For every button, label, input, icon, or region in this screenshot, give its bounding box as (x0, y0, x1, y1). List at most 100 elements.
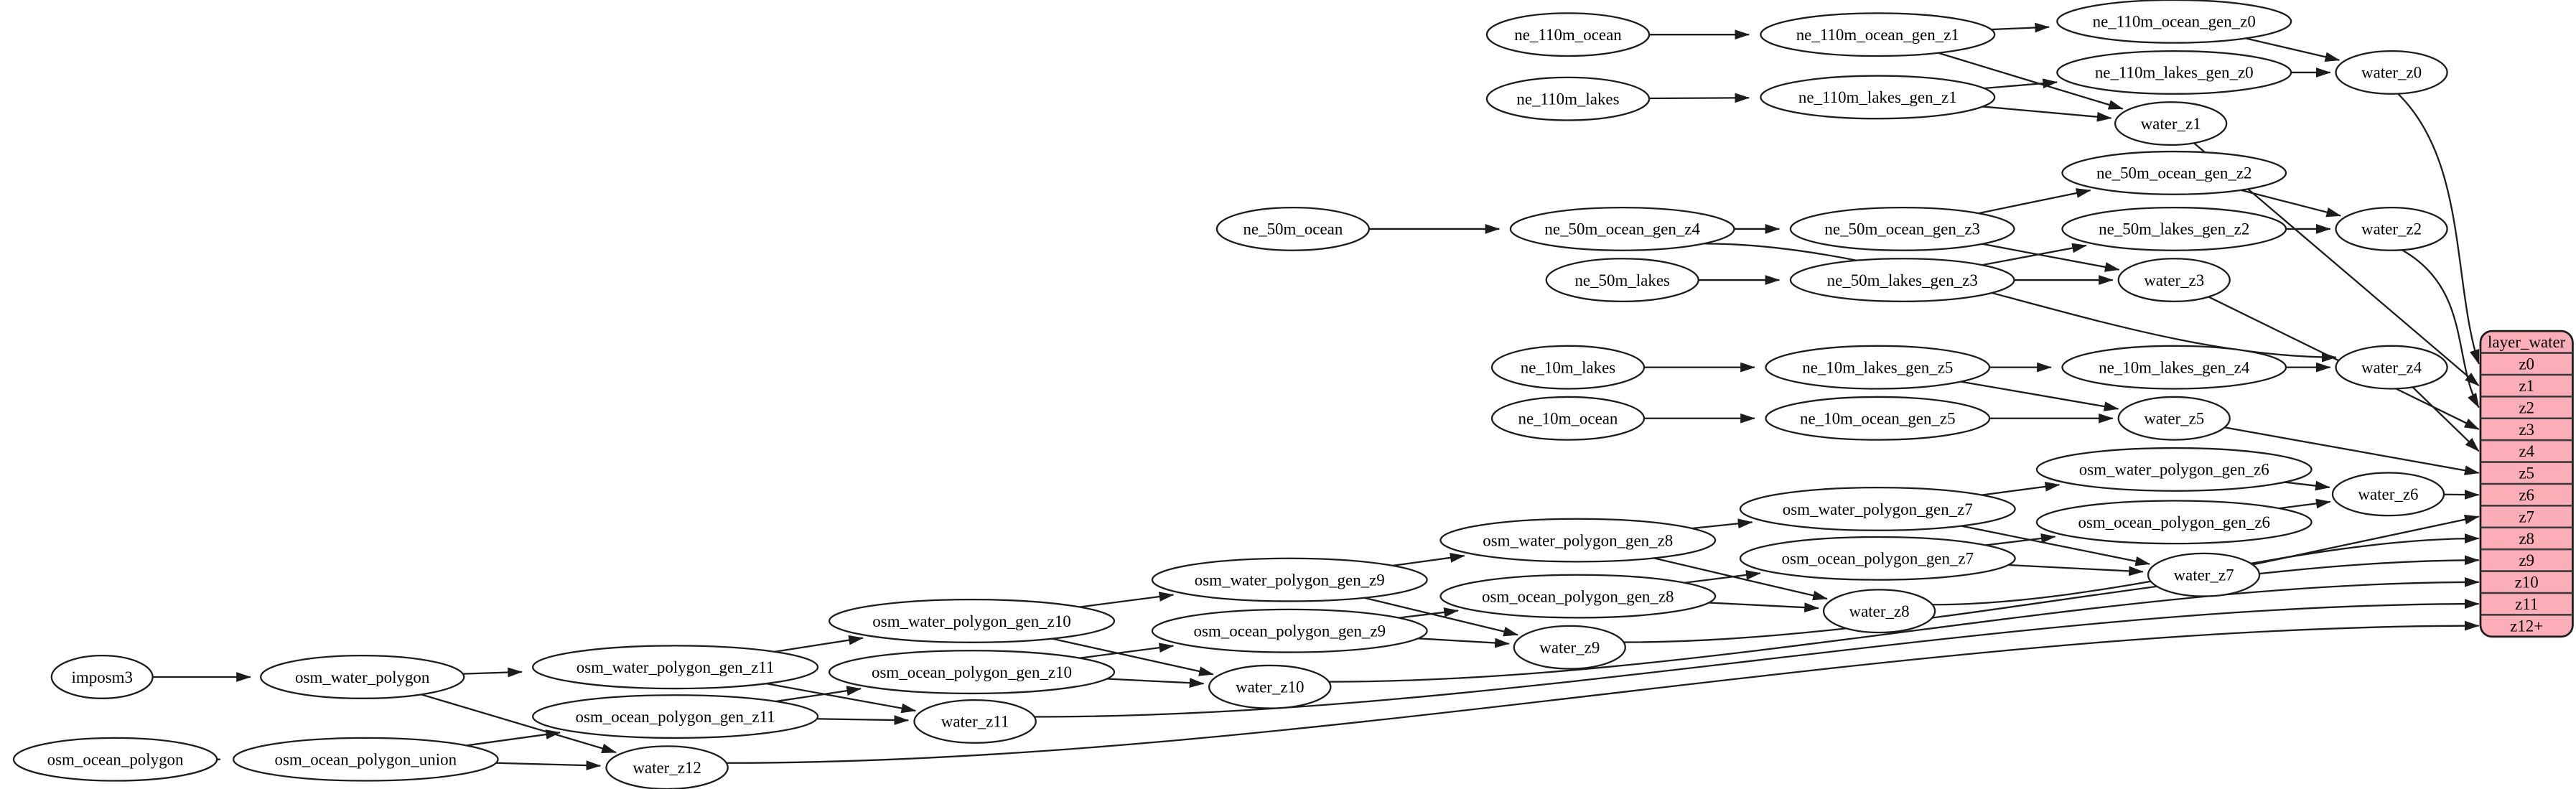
node-ellipse-water_z4 (2335, 345, 2448, 390)
edge-osm_water_polygon_gen_z11-to-water_z11 (766, 683, 917, 714)
node-osm_water_polygon_gen_z7: osm_water_polygon_gen_z7 (1739, 486, 2016, 531)
node-label-ne_50m_lakes_gen_z3: ne_50m_lakes_gen_z3 (1827, 271, 1978, 289)
node-ellipse-osm_water_polygon_gen_z9 (1151, 557, 1428, 602)
node-ne_110m_lakes_gen_z1: ne_110m_lakes_gen_z1 (1760, 75, 1996, 120)
node-ellipse-osm_ocean_polygon (12, 737, 218, 782)
node-label-osm_water_polygon_gen_z7: osm_water_polygon_gen_z7 (1783, 500, 1973, 518)
node-label-water_z8: water_z8 (1849, 602, 1910, 620)
node-water_z3: water_z3 (2117, 258, 2231, 303)
node-water_z2: water_z2 (2335, 206, 2448, 251)
node-label-ne_10m_lakes_gen_z5: ne_10m_lakes_gen_z5 (1802, 358, 1953, 376)
node-ellipse-water_z11 (913, 699, 1037, 744)
node-ellipse-ne_10m_lakes_gen_z4 (2061, 345, 2287, 390)
node-label-ne_110m_ocean_gen_z1: ne_110m_ocean_gen_z1 (1796, 26, 1959, 44)
edge-osm_ocean_polygon_gen_z8-to-osm_ocean_polygon_gen_z7 (1684, 570, 1761, 584)
node-ellipse-ne_10m_ocean (1490, 396, 1646, 441)
node-ne_10m_ocean_gen_z5: ne_10m_ocean_gen_z5 (1765, 396, 1991, 441)
edge-osm_ocean_polygon_gen_z11-to-osm_ocean_polygon_gen_z10 (775, 686, 862, 703)
node-ellipse-osm_ocean_polygon_gen_z6 (2035, 500, 2313, 545)
edge-osm_ocean_polygon_gen_z7-to-osm_ocean_polygon_gen_z6 (1985, 533, 2056, 546)
node-ellipse-ne_50m_lakes (1545, 258, 1699, 303)
node-osm_water_polygon_gen_z11: osm_water_polygon_gen_z11 (531, 645, 819, 690)
node-ellipse-ne_10m_lakes_gen_z5 (1765, 345, 1991, 390)
node-label-water_z4: water_z4 (2361, 358, 2422, 376)
node-ellipse-ne_10m_lakes (1490, 345, 1646, 390)
node-label-osm_water_polygon_gen_z9: osm_water_polygon_gen_z9 (1195, 571, 1385, 589)
node-osm_ocean_polygon_gen_z6: osm_ocean_polygon_gen_z6 (2035, 500, 2313, 545)
node-water_z1: water_z1 (2114, 101, 2228, 146)
node-ellipse-water_z0 (2335, 50, 2448, 95)
node-ne_50m_lakes_gen_z2: ne_50m_lakes_gen_z2 (2061, 206, 2287, 251)
edge-osm_water_polygon_gen_z9-to-osm_water_polygon_gen_z8 (1392, 552, 1465, 567)
node-osm_water_polygon_gen_z10: osm_water_polygon_gen_z10 (828, 599, 1116, 643)
edge-osm_ocean_polygon_gen_z6-to-water_z6 (2279, 498, 2331, 510)
node-label-ne_110m_lakes: ne_110m_lakes (1516, 90, 1619, 108)
node-water_z12: water_z12 (605, 745, 729, 789)
node-label-ne_10m_lakes: ne_10m_lakes (1521, 358, 1616, 376)
edge-osm_ocean_polygon_gen_z7-to-water_z7 (2008, 564, 2144, 576)
edge-osm_water_polygon_gen_z7-to-water_z7 (1961, 525, 2150, 566)
node-label-water_z10: water_z10 (1236, 678, 1305, 696)
node-ellipse-osm_water_polygon_gen_z10 (828, 599, 1116, 643)
zoom-row-z5: z5 (2519, 464, 2534, 482)
node-ellipse-water_z7 (2147, 552, 2261, 597)
edge-ne_50m_ocean_gen_z3-to-water_z3 (1982, 243, 2120, 272)
zoom-row-z0: z0 (2519, 355, 2534, 373)
node-label-ne_50m_lakes_gen_z2: ne_50m_lakes_gen_z2 (2099, 220, 2249, 238)
node-label-ne_110m_ocean: ne_110m_ocean (1514, 26, 1622, 44)
node-ellipse-water_z12 (605, 745, 729, 789)
edge-osm_ocean_polygon_union-to-osm_ocean_polygon_gen_z11 (466, 729, 561, 747)
node-ne_50m_lakes_gen_z3: ne_50m_lakes_gen_z3 (1789, 258, 2015, 303)
node-ellipse-ne_50m_ocean (1215, 206, 1371, 251)
node-water_z7: water_z7 (2147, 552, 2261, 597)
node-osm_ocean_polygon: osm_ocean_polygon (12, 737, 218, 782)
node-ellipse-osm_ocean_polygon_gen_z10 (828, 650, 1116, 695)
node-ellipse-water_z1 (2114, 101, 2228, 146)
node-ne_110m_ocean: ne_110m_ocean (1485, 12, 1651, 57)
node-ne_10m_lakes_gen_z5: ne_10m_lakes_gen_z5 (1765, 345, 1991, 390)
edge-osm_water_polygon-to-osm_water_polygon_gen_z11 (462, 667, 523, 678)
node-label-ne_50m_ocean_gen_z4: ne_50m_ocean_gen_z4 (1544, 220, 1700, 238)
node-ne_110m_lakes_gen_z0: ne_110m_lakes_gen_z0 (2056, 50, 2292, 95)
node-label-water_z3: water_z3 (2144, 271, 2204, 289)
node-osm_ocean_polygon_gen_z9: osm_ocean_polygon_gen_z9 (1151, 608, 1428, 653)
node-osm_water_polygon: osm_water_polygon (260, 655, 465, 699)
node-label-ne_50m_ocean_gen_z3: ne_50m_ocean_gen_z3 (1824, 220, 1980, 238)
node-label-osm_ocean_polygon_gen_z10: osm_ocean_polygon_gen_z10 (872, 663, 1072, 681)
node-ellipse-ne_110m_ocean_gen_z0 (2056, 0, 2292, 44)
node-ellipse-osm_ocean_polygon_gen_z7 (1739, 536, 2016, 581)
edge-osm_ocean_polygon_union-to-water_z12 (495, 760, 602, 770)
node-water_z8: water_z8 (1822, 589, 1936, 634)
zoom-row-z8: z8 (2519, 530, 2534, 548)
node-ellipse-osm_ocean_polygon_gen_z8 (1439, 574, 1717, 619)
node-ne_110m_lakes: ne_110m_lakes (1485, 76, 1651, 121)
edge-osm_water_polygon_gen_z8-to-water_z8 (1653, 557, 1828, 601)
node-label-osm_ocean_polygon_gen_z7: osm_ocean_polygon_gen_z7 (1782, 550, 1974, 568)
node-ne_110m_ocean_gen_z1: ne_110m_ocean_gen_z1 (1760, 12, 1996, 57)
edge-ne_50m_lakes_gen_z3-to-ne_50m_lakes_gen_z2 (1982, 243, 2087, 266)
node-ellipse-water_z8 (1822, 589, 1936, 634)
node-water_z4: water_z4 (2335, 345, 2448, 390)
node-label-ne_10m_ocean_gen_z5: ne_10m_ocean_gen_z5 (1800, 410, 1956, 428)
node-label-osm_water_polygon_gen_z10: osm_water_polygon_gen_z10 (872, 612, 1070, 630)
node-osm_ocean_polygon_gen_z11: osm_ocean_polygon_gen_z11 (531, 694, 819, 739)
node-label-ne_110m_lakes_gen_z0: ne_110m_lakes_gen_z0 (2095, 64, 2254, 82)
node-ellipse-ne_50m_lakes_gen_z2 (2061, 206, 2287, 251)
node-label-ne_110m_ocean_gen_z0: ne_110m_ocean_gen_z0 (2093, 13, 2256, 31)
node-label-ne_50m_lakes: ne_50m_lakes (1574, 271, 1670, 289)
edge-ne_10m_lakes_gen_z5-to-water_z5 (1960, 381, 2119, 411)
node-label-water_z1: water_z1 (2141, 115, 2201, 133)
node-ellipse-ne_50m_ocean_gen_z3 (1789, 206, 2015, 251)
edge-water_z10-to-layer_water-z10 (1328, 576, 2480, 683)
edge-water_z2-to-layer_water-z2 (2402, 249, 2480, 408)
node-label-water_z11: water_z11 (941, 713, 1009, 731)
edge-water_z12-to-layer_water-z12+ (726, 620, 2480, 764)
node-ellipse-ne_50m_lakes_gen_z3 (1789, 258, 2015, 303)
edge-water_z5-to-layer_water-z5 (2224, 426, 2480, 476)
edge-osm_water_polygon_gen_z8-to-osm_water_polygon_gen_z7 (1691, 518, 1753, 530)
edge-osm_ocean_polygon_gen_z9-to-osm_ocean_polygon_gen_z8 (1398, 607, 1459, 619)
node-label-ne_110m_lakes_gen_z1: ne_110m_lakes_gen_z1 (1798, 88, 1957, 106)
